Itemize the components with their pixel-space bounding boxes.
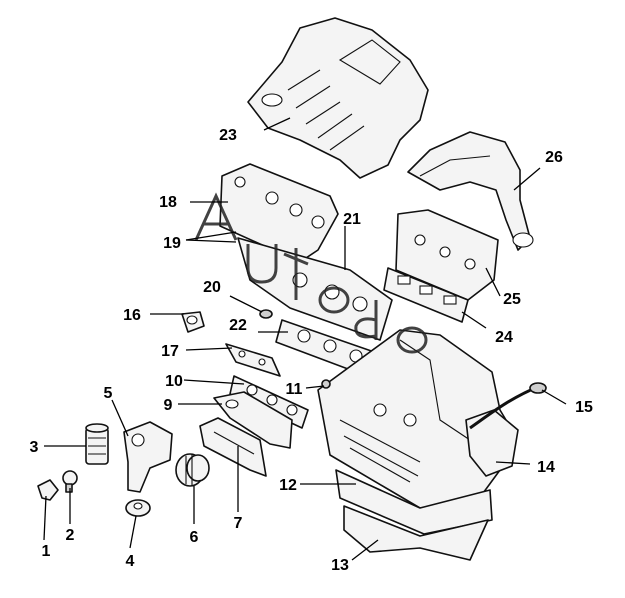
callout-23: 23 <box>219 127 237 144</box>
callout-labels: 23 26 18 19 21 20 22 16 17 10 9 11 25 24… <box>30 127 593 574</box>
callout-26: 26 <box>545 149 563 166</box>
callout-9: 9 <box>164 397 173 414</box>
callout-2: 2 <box>66 527 75 544</box>
part-20-seal <box>259 309 273 319</box>
callout-17: 17 <box>161 343 179 360</box>
part-16-bush <box>181 311 205 333</box>
callout-24: 24 <box>495 329 513 346</box>
part-23-intake-plenum <box>247 17 429 179</box>
callout-12: 12 <box>279 477 297 494</box>
callout-22: 22 <box>229 317 247 334</box>
part-4-filter-cap <box>125 499 151 517</box>
callout-21: 21 <box>343 211 361 228</box>
callout-14: 14 <box>537 459 555 476</box>
part-11-bolt <box>321 379 331 389</box>
callout-19: 19 <box>163 235 181 252</box>
callout-4: 4 <box>126 553 135 570</box>
callout-1: 1 <box>42 543 51 560</box>
part-2-pressure-switch <box>62 470 78 493</box>
part-25-valve-cover-right <box>395 209 499 301</box>
part-1-sensor <box>37 479 59 501</box>
part-10-manifold-gasket <box>229 375 309 429</box>
part-13-oil-pan <box>343 505 489 561</box>
callout-7: 7 <box>234 515 243 532</box>
part-12-lower-crankcase <box>335 469 493 535</box>
part-21-cylinder-head <box>237 237 393 341</box>
callout-18: 18 <box>159 194 177 211</box>
callout-10: 10 <box>165 373 183 390</box>
part-24-valve-cover-gasket <box>383 267 469 323</box>
engine-block <box>317 329 513 509</box>
part-7-heat-shield <box>199 417 267 477</box>
part-18-valve-cover <box>219 163 339 263</box>
callout-5: 5 <box>104 385 113 402</box>
autodoc-watermark <box>194 192 428 354</box>
callout-3: 3 <box>30 439 39 456</box>
callout-6: 6 <box>190 529 199 546</box>
part-26-air-intake-pipe <box>407 131 534 251</box>
callout-16: 16 <box>123 307 141 324</box>
callout-13: 13 <box>331 557 349 574</box>
part-3-oil-filter <box>85 423 109 465</box>
leader-lines <box>43 117 567 561</box>
part-17-rail <box>225 343 281 377</box>
callout-20: 20 <box>203 279 221 296</box>
callout-25: 25 <box>503 291 521 308</box>
part-6-pulley <box>175 453 210 487</box>
part-5-filter-housing <box>123 421 173 493</box>
callout-15: 15 <box>575 399 593 416</box>
part-9-exhaust-manifold <box>213 391 293 449</box>
callout-11: 11 <box>286 381 303 398</box>
